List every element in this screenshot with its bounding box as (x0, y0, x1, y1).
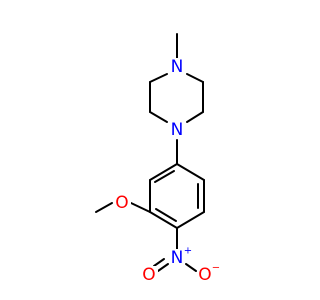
bond-n-o-left-b (153, 258, 165, 267)
bond-ring-6 (186, 73, 204, 83)
bond-ring-3 (149, 111, 168, 123)
atom-n-nitro-label: N (171, 248, 184, 268)
atom-o-nitro-right-charge: − (212, 263, 220, 274)
atom-o-nitro-right: O − (197, 263, 220, 285)
atom-n-methyl-label: N (171, 57, 184, 77)
bond-benzene-inner-2 (155, 208, 177, 222)
bond-ring-1 (149, 73, 168, 83)
bond-n-o-right (185, 263, 197, 272)
bonds (95, 33, 205, 272)
bond-o-methyl (95, 202, 113, 213)
bond-benzene-4 (176, 211, 205, 229)
bond-ring-4 (186, 111, 204, 123)
atom-o-methoxy: O (114, 193, 131, 213)
atom-labels: N N O N + O O − (114, 57, 220, 285)
atom-n-methyl: N (169, 57, 185, 77)
atom-o-methoxy-label: O (115, 193, 128, 213)
atom-o-nitro-right-label: O (198, 265, 211, 285)
atom-o-nitro-left-label: O (142, 265, 155, 285)
atom-n-nitro: N + (169, 246, 192, 268)
atom-o-nitro-left: O (141, 265, 158, 285)
atom-n-aryl-label: N (171, 120, 184, 140)
atom-n-nitro-charge: + (184, 246, 192, 257)
bond-benzene-1 (149, 163, 178, 181)
molecule-structure-diagram: N N O N + O O − (95, 33, 220, 285)
bond-benzene-6 (176, 163, 205, 181)
bond-benzene-inner-1 (154, 170, 175, 183)
atom-n-aryl: N (169, 120, 185, 140)
bond-n-o-left-a (157, 263, 169, 272)
bond-ring-o-methoxy (130, 202, 151, 213)
bond-benzene-3 (149, 211, 178, 229)
